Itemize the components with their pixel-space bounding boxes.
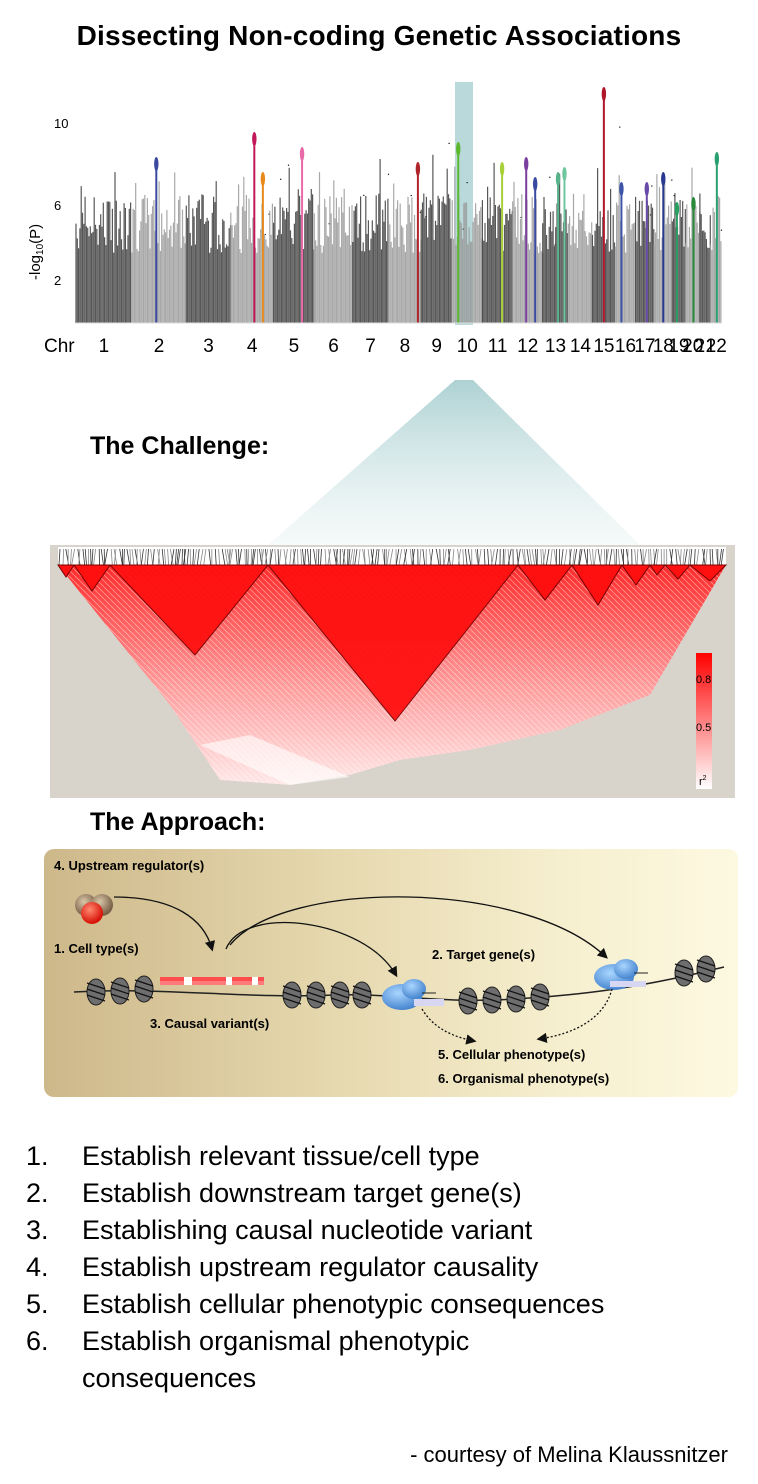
causal-variant-bar (160, 977, 264, 985)
chr-label: 8 (400, 336, 411, 357)
label-causal-variant: 3. Causal variant(s) (150, 1016, 270, 1031)
step-text: Establish cellular phenotypic consequenc… (82, 1289, 605, 1319)
chr-label: 10 (457, 336, 478, 357)
chr-label: 21 (695, 336, 716, 357)
step-number: 2. (26, 1178, 49, 1208)
chr-label: 9 (431, 336, 442, 357)
zoom-funnel (268, 380, 640, 545)
snp-ticks-band (58, 547, 726, 565)
step-item: 4. Establish upstream regulator causality (26, 1249, 732, 1286)
approach-title: The Approach: (90, 808, 266, 836)
manhattan-points (75, 126, 723, 323)
chr-axis-label: Chr (44, 336, 75, 357)
approach-graphics (73, 894, 725, 1045)
chr-label: 7 (365, 336, 376, 357)
step-text: Establishing causal nucleotide variant (82, 1215, 533, 1245)
y-axis-ticks: 10 6 2 (54, 116, 68, 288)
polymerase-icon-2 (594, 959, 648, 990)
chr-label: 19 (668, 336, 689, 357)
chr-label: 1 (99, 336, 110, 357)
regulation-arrows (113, 896, 613, 1045)
step-number: 6. (26, 1326, 49, 1356)
credit-line: - courtesy of Melina Klaussnitzer (410, 1442, 728, 1467)
label-target-gene: 2. Target gene(s) (432, 947, 536, 962)
label-upstream-regulator: 4. Upstream regulator(s) (54, 858, 205, 873)
chr-label: 13 (545, 336, 566, 357)
y-tick-label: 2 (54, 273, 61, 288)
step-item: 3. Establishing causal nucleotide variant (26, 1212, 732, 1249)
steps-list: 1. Establish relevant tissue/cell type 2.… (26, 1138, 732, 1397)
step-number: 4. (26, 1252, 49, 1282)
label-organismal-phenotype: 6. Organismal phenotype(s) (438, 1071, 610, 1086)
step-number: 3. (26, 1215, 49, 1245)
step-text: Establish organismal phenotypic conseque… (82, 1326, 470, 1393)
step-number: 1. (26, 1141, 49, 1171)
ld-blocks (57, 564, 728, 722)
step-item: 2. Establish downstream target gene(s) (26, 1175, 732, 1212)
upstream-regulator-icon (75, 894, 113, 924)
legend-tick-0-5: 0.5 (696, 722, 711, 734)
chr-label: 15 (593, 336, 614, 357)
main-title: Dissecting Non-coding Genetic Associatio… (76, 20, 682, 51)
step-text: Establish downstream target gene(s) (82, 1178, 522, 1208)
chr-label: 2 (154, 336, 165, 357)
polymerase-icon-1 (382, 979, 444, 1010)
challenge-title: The Challenge: (90, 432, 270, 460)
chr-label: 11 (488, 336, 508, 357)
chr-label: 22 (706, 336, 727, 357)
step-text: Establish relevant tissue/cell type (82, 1141, 480, 1171)
chr-label: 6 (328, 336, 339, 357)
chr-label: 5 (289, 336, 300, 357)
legend-tick-0-8: 0.8 (696, 674, 711, 686)
chr-label: 12 (517, 336, 538, 357)
y-tick-label: 6 (54, 198, 61, 213)
y-tick-label: 10 (54, 116, 68, 131)
nucleosomes (86, 955, 716, 1015)
approach-diagram: 4. Upstream regulator(s) 1. Cell type(s)… (44, 849, 738, 1097)
chr-label: 18 (653, 336, 674, 357)
step-item: 6. Establish organismal phenotypic conseq… (26, 1323, 642, 1397)
y-axis-label: -log10(P) (27, 224, 46, 280)
label-cell-type: 1. Cell type(s) (54, 941, 139, 956)
chr-label: 3 (203, 336, 214, 357)
chr-label: 14 (570, 336, 592, 357)
step-item: 1. Establish relevant tissue/cell type (26, 1138, 732, 1175)
snp-ticks (58, 548, 724, 566)
chr-label: 20 (682, 336, 703, 357)
step-text: Establish upstream regulator causality (82, 1252, 539, 1282)
legend-label-r2: r2 (699, 775, 707, 788)
chr-label: 4 (247, 336, 258, 357)
label-cellular-phenotype: 5. Cellular phenotype(s) (438, 1047, 586, 1062)
step-number: 5. (26, 1289, 49, 1319)
chr-label: 16 (615, 336, 636, 357)
chr-label: 17 (634, 336, 655, 357)
ld-heatmap: 0.8 0.5 r2 (50, 545, 735, 798)
r2-legend-bar (696, 653, 712, 789)
step-item: 5. Establish cellular phenotypic conseque… (26, 1286, 732, 1323)
signal-peaks (154, 87, 720, 323)
